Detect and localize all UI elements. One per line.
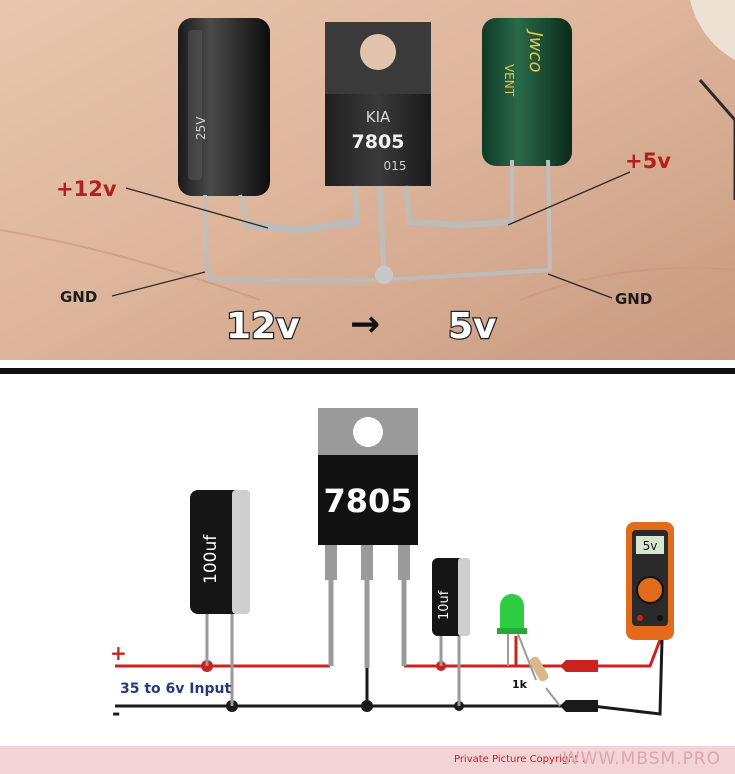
svg-text:VENT: VENT [502, 64, 516, 97]
label-gnd-right: GND [615, 290, 652, 308]
pointer-plus5v [507, 171, 631, 226]
label-plus5v: +5v [625, 149, 671, 173]
svg-text:10uf: 10uf [437, 590, 452, 620]
palm-crease [0, 229, 261, 301]
circuit-photo: 25V KIA 7805 015 Jwco VENT +12v +5v GND … [0, 0, 735, 360]
led-green [497, 594, 537, 681]
minus-sign: - [112, 701, 120, 725]
svg-text:100uf: 100uf [201, 534, 221, 584]
svg-text:KIA: KIA [366, 108, 391, 126]
multimeter: 5v [626, 522, 674, 640]
capacitor-5v-photo: Jwco VENT [482, 18, 572, 271]
arrow-glyph: → [350, 304, 380, 345]
svg-text:25V: 25V [194, 116, 208, 140]
multimeter-display: 5v [643, 539, 658, 553]
circuit-schematic: 7805 100uf 10uf 1k [110, 408, 674, 725]
watermark-bar: Private Picture Copyright : WWW.MBSM.PRO [0, 746, 735, 774]
svg-text:015: 015 [384, 159, 407, 173]
plus-sign: + [110, 641, 127, 665]
site-watermark: WWW.MBSM.PRO [562, 749, 721, 769]
label-output-voltage: 5v [448, 306, 497, 347]
probe-black [560, 700, 598, 712]
ground-wire [115, 639, 664, 716]
pointer-plus12v [125, 187, 269, 229]
pointer-gnd-right [547, 273, 613, 299]
resistor-label: 1k [512, 678, 528, 691]
copyright-label: Private Picture Copyright : [453, 754, 585, 765]
input-range-label: 35 to 6v Input [120, 681, 231, 697]
svg-text:7805: 7805 [352, 131, 405, 153]
positive-wire [115, 636, 662, 668]
regulator-label: 7805 [323, 482, 412, 520]
pointer-gnd-left [111, 271, 206, 297]
resistor-1k: 1k [512, 656, 561, 707]
label-input-voltage: 12v [226, 306, 300, 347]
palm-crease-right [519, 267, 735, 301]
capacitor-12v-photo: 25V [178, 18, 270, 255]
capacitor-10uf: 10uf [432, 558, 470, 706]
capacitor-100uf: 100uf [190, 490, 250, 706]
probe-red [560, 660, 598, 672]
regulator-7805: 7805 [318, 408, 418, 668]
label-plus12v: +12v [56, 177, 117, 201]
panel-divider [0, 368, 735, 374]
junction-dots [201, 660, 464, 712]
background-cable [698, 79, 735, 200]
regulator-7805-photo: KIA 7805 015 [325, 22, 431, 276]
background-corner [690, 0, 735, 60]
svg-text:Jwco: Jwco [525, 29, 546, 73]
label-gnd-left: GND [60, 288, 97, 306]
